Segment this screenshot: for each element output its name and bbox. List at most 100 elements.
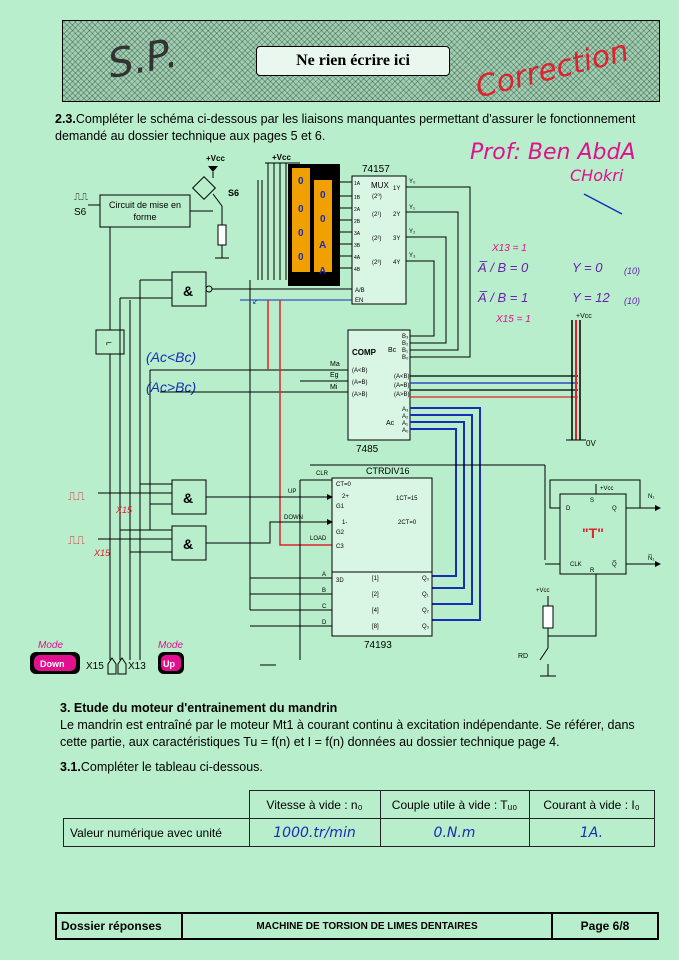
hand-ac-gt-bc: (Ac>Bc) bbox=[146, 379, 196, 395]
flip-flop-label: "T" bbox=[582, 525, 604, 541]
and-gate-3-label: & bbox=[183, 536, 193, 552]
zero-volt-label: 0V bbox=[586, 439, 596, 448]
ff-qbar: Q̅ bbox=[612, 561, 617, 568]
table-value-speed[interactable]: 1000.tr/min bbox=[248, 818, 381, 847]
counter-ct15: 1CT=15 bbox=[396, 496, 418, 502]
footer-center: MACHINE DE TORSION DE LIMES DENTAIRES bbox=[183, 914, 553, 938]
mode-up-label: Up bbox=[163, 659, 175, 669]
counter-chip-number: 74193 bbox=[364, 640, 392, 651]
counter-q3: Q₃ bbox=[422, 624, 430, 630]
comp-b3: B₃ bbox=[402, 334, 409, 340]
comp-a0: A₀ bbox=[402, 428, 409, 434]
dip2-value-2: 0 bbox=[320, 214, 326, 225]
q31-text: Compléter le tableau ci-dessous. bbox=[80, 760, 263, 774]
motor-values-table: Vitesse à vide : n₀ Couple utile à vide … bbox=[63, 790, 655, 847]
comp-out-aeqb: (A=B) bbox=[394, 383, 410, 389]
question-text: Compléter le schéma ci-dessous par les l… bbox=[55, 112, 636, 143]
counter-q1: Q₁ bbox=[422, 592, 429, 598]
comp-altb: (A<B) bbox=[352, 368, 368, 374]
ff-out-n1: N₁ bbox=[648, 494, 654, 500]
annot-ab0: A̅ / B = 0 bbox=[477, 260, 529, 275]
counter-down: DOWN bbox=[284, 515, 303, 521]
ff-s: S bbox=[590, 498, 594, 504]
hand-x15-2: X15 bbox=[93, 548, 111, 558]
mux-74157 bbox=[351, 175, 407, 305]
logic-schematic: +Vcc 0 0 0 0 0 0 A A 74157 1A 1B 2A 2B 3… bbox=[30, 153, 661, 677]
comp-b-label: Bc bbox=[388, 347, 397, 354]
counter-w2: [2] bbox=[372, 592, 379, 598]
annot-x13: X13 = 1 bbox=[491, 243, 527, 254]
counter-g2: G2 bbox=[336, 530, 345, 536]
counter-3d: 3D bbox=[336, 578, 344, 584]
comp-chip-number: 7485 bbox=[356, 444, 379, 455]
counter-w1: [1] bbox=[372, 576, 379, 582]
comp-b2: B₂ bbox=[402, 341, 409, 347]
annot-arrow bbox=[583, 193, 623, 215]
counter-w8: [8] bbox=[372, 624, 379, 630]
counter-w4: [4] bbox=[372, 608, 379, 614]
vcc-label-3: +Vcc bbox=[576, 313, 592, 320]
comp-eg: Eg bbox=[330, 372, 339, 379]
dip-value-2: 0 bbox=[298, 204, 304, 215]
mux-out-1y: 1Y bbox=[393, 186, 400, 192]
counter-in-a: A bbox=[322, 572, 326, 578]
table-row-label: Valeur numérique avec unité bbox=[63, 818, 250, 847]
and-gate-1-label: & bbox=[183, 283, 193, 299]
table-value-current[interactable]: 1A. bbox=[528, 818, 655, 847]
counter-2ct0: 2CT=0 bbox=[398, 520, 417, 526]
shaping-circuit-label: Circuit de mise en forme bbox=[108, 200, 182, 222]
comp-b1: B₁ bbox=[402, 348, 408, 354]
y1-label: Y₁ bbox=[409, 205, 415, 211]
counter-in-b: B bbox=[322, 588, 326, 594]
footer-right: Page 6/8 bbox=[580, 919, 630, 933]
mux-weight-0: (2⁰) bbox=[372, 193, 382, 200]
section-3: 3. Etude du moteur d'entrainement du man… bbox=[60, 700, 665, 776]
s6-label: S6 bbox=[74, 207, 87, 218]
counter-in-d: D bbox=[322, 620, 327, 626]
annot-y0-dec: (10) bbox=[624, 266, 640, 276]
dip2-value-4: A bbox=[319, 266, 326, 277]
annot-x15: X15 = 1 bbox=[495, 314, 531, 325]
do-not-write-notice: Ne rien écrire ici bbox=[256, 46, 450, 76]
mux-pin-3a: 3A bbox=[354, 231, 361, 237]
counter-ct0: CT=0 bbox=[336, 482, 352, 488]
dip-value-1: 0 bbox=[298, 176, 304, 187]
mode-down-label: Down bbox=[40, 659, 65, 669]
ff-d: D bbox=[566, 506, 571, 512]
mux-pin-2a: 2A bbox=[354, 207, 361, 213]
table-value-torque[interactable]: 0.N.m bbox=[379, 818, 530, 847]
comp-agtb: (A>B) bbox=[352, 392, 368, 398]
ff-q: Q bbox=[612, 506, 617, 512]
dip-value-4: 0 bbox=[298, 252, 304, 263]
and-gate-2-label: & bbox=[183, 490, 193, 506]
dip-value-3: 0 bbox=[298, 228, 304, 239]
comp-a2: A₂ bbox=[402, 414, 409, 420]
annot-ab1: A̅ / B = 1 bbox=[477, 290, 528, 305]
ff-clk: CLK bbox=[570, 562, 582, 568]
counter-clr: CLR bbox=[316, 471, 329, 477]
y2-label: Y₂ bbox=[409, 229, 416, 235]
annot-y0: Y = 0 bbox=[572, 260, 603, 275]
counter-2plus: 2+ bbox=[342, 494, 349, 500]
dip2-value-1: 0 bbox=[320, 190, 326, 201]
author-note-line2: CHokri bbox=[570, 166, 624, 185]
mux-pin-1b: 1B bbox=[354, 195, 361, 201]
mux-out-2y: 2Y bbox=[393, 212, 400, 218]
x13-label: X13 bbox=[128, 661, 146, 672]
x15-label: X15 bbox=[86, 661, 104, 672]
mux-ctrl-ab: A/B bbox=[355, 288, 365, 294]
question-2-3: 2.3.Compléter le schéma ci-dessous par l… bbox=[55, 111, 665, 145]
comp-out-altb: (A<B) bbox=[394, 374, 410, 380]
mux-weight-1: (2¹) bbox=[372, 212, 381, 218]
footer: Dossier réponses MACHINE DE TORSION DE L… bbox=[55, 912, 659, 940]
dip2-value-3: A bbox=[319, 240, 326, 251]
mux-weight-3: (2³) bbox=[372, 260, 381, 266]
annot-y12: Y = 12 bbox=[572, 290, 610, 305]
mux-weight-2: (2²) bbox=[372, 236, 381, 242]
hand-x15-1: X15 bbox=[115, 505, 133, 515]
comp-ma: Ma bbox=[330, 361, 340, 368]
counter-in-c: C bbox=[322, 604, 327, 610]
s6-pulse-icon: ⎍⎍ bbox=[74, 192, 88, 203]
comp-mi: Mi bbox=[330, 384, 338, 391]
comp-b0: B₀ bbox=[402, 355, 409, 361]
